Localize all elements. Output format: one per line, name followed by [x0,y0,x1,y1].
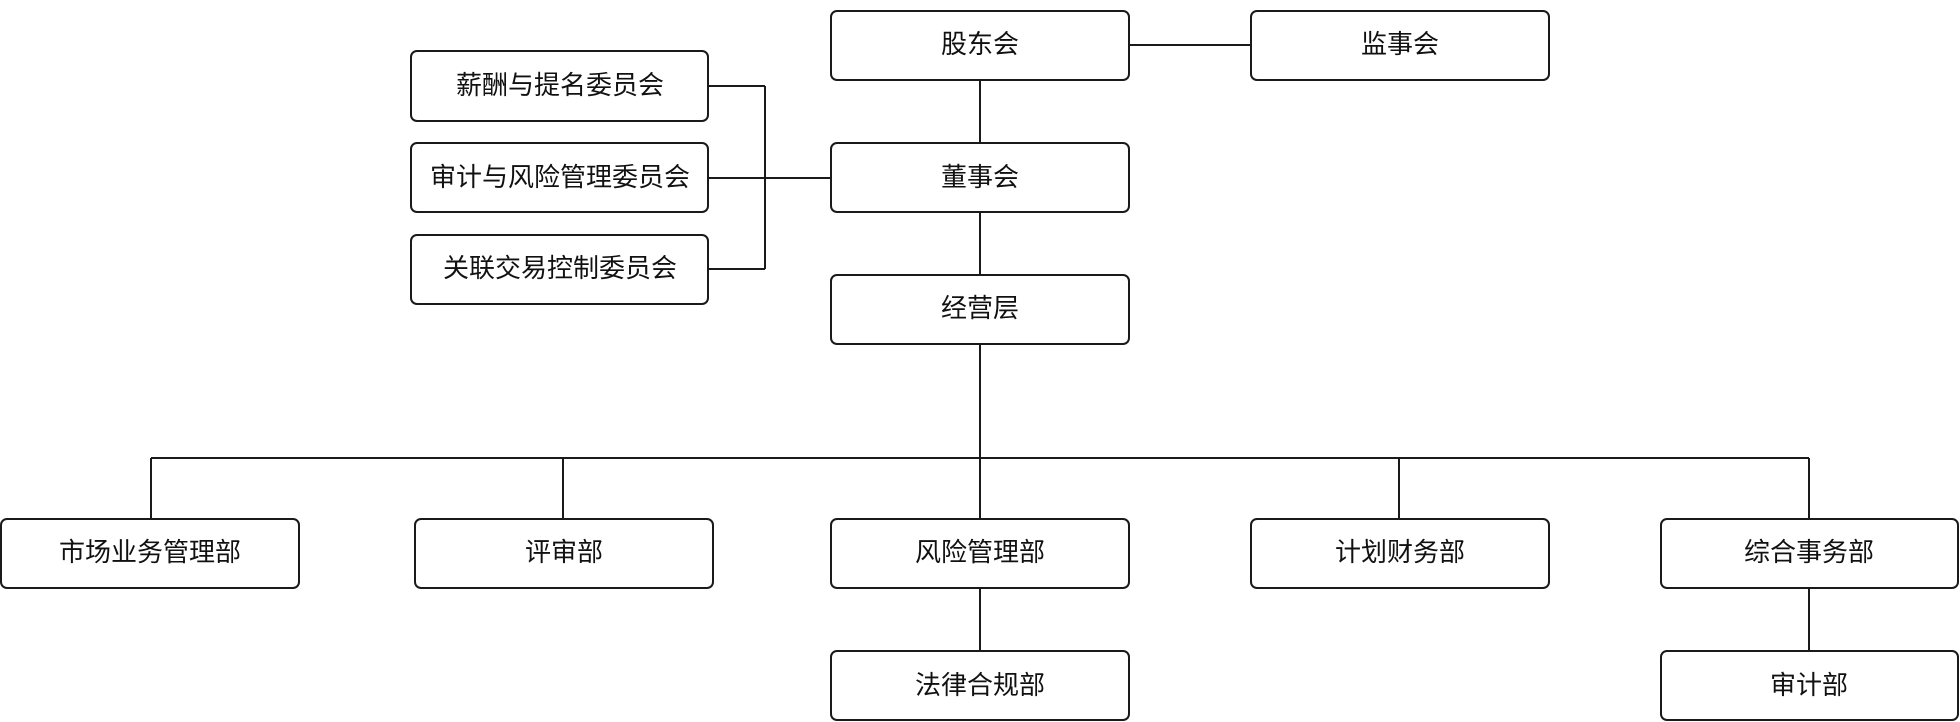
node-label: 监事会 [1361,30,1439,60]
node-supervisory-board: 监事会 [1250,10,1550,81]
node-label: 法律合规部 [915,671,1045,701]
node-label: 股东会 [941,30,1019,60]
node-compensation-nomination-committee: 薪酬与提名委员会 [410,50,709,122]
node-shareholders-meeting: 股东会 [830,10,1130,81]
node-label: 审计与风险管理委员会 [430,163,690,193]
node-review-dept: 评审部 [414,518,714,589]
node-label: 市场业务管理部 [59,538,241,568]
node-general-affairs-dept: 综合事务部 [1660,518,1959,589]
node-risk-management-dept: 风险管理部 [830,518,1130,589]
node-label: 审计部 [1770,671,1848,701]
node-label: 董事会 [941,163,1019,193]
node-audit-risk-committee: 审计与风险管理委员会 [410,142,709,213]
node-management: 经营层 [830,274,1130,345]
node-label: 经营层 [941,294,1019,324]
node-label: 评审部 [525,538,603,568]
connectors [150,44,1810,651]
node-related-transaction-committee: 关联交易控制委员会 [410,234,709,305]
node-label: 薪酬与提名委员会 [456,71,664,101]
node-board-of-directors: 董事会 [830,142,1130,213]
node-audit-dept: 审计部 [1660,650,1959,721]
node-planning-finance-dept: 计划财务部 [1250,518,1550,589]
node-market-business-dept: 市场业务管理部 [0,518,300,589]
node-label: 关联交易控制委员会 [443,254,677,284]
node-label: 计划财务部 [1335,538,1465,568]
node-label: 风险管理部 [915,538,1045,568]
node-label: 综合事务部 [1744,538,1874,568]
node-legal-compliance-dept: 法律合规部 [830,650,1130,721]
